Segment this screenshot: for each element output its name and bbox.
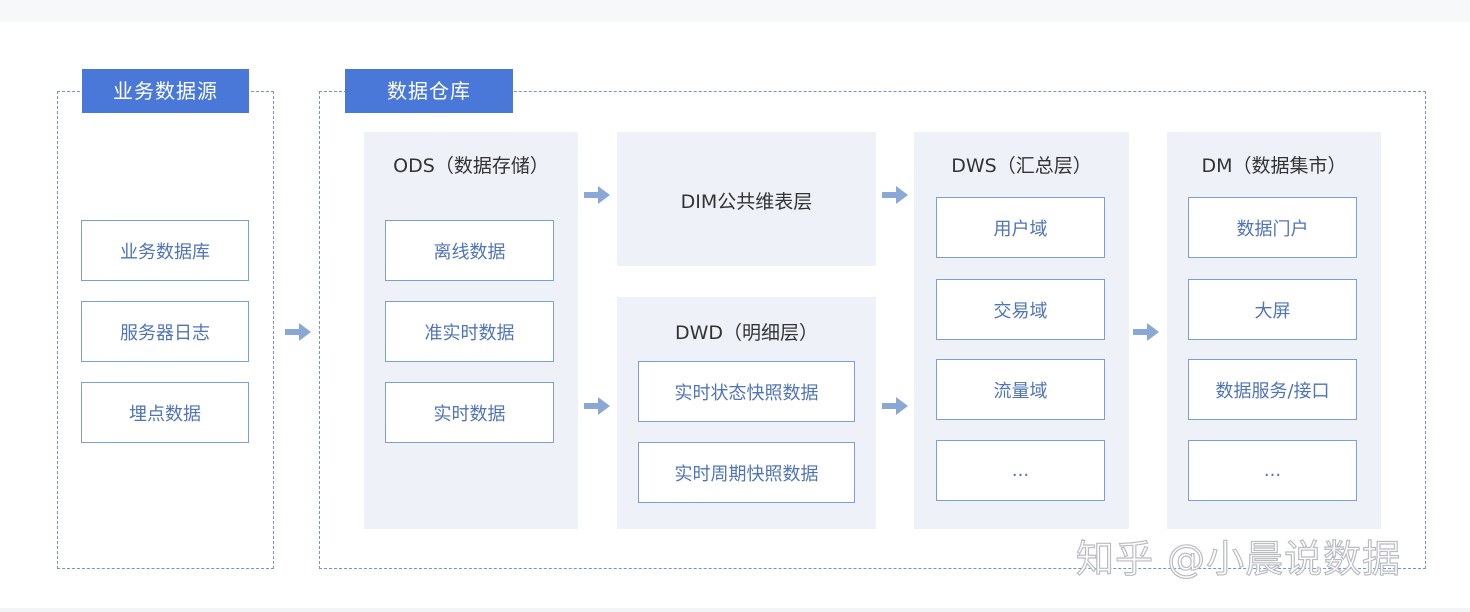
- dwd-item-periodic-snapshot: 实时周期快照数据: [638, 442, 855, 503]
- top-band: [0, 0, 1470, 22]
- warehouse-group-title: 数据仓库: [345, 69, 513, 113]
- bottom-band: [0, 608, 1470, 612]
- source-group-title: 业务数据源: [82, 69, 249, 113]
- source-item-business-db: 业务数据库: [81, 220, 249, 281]
- ods-item-realtime: 实时数据: [385, 382, 554, 443]
- source-item-server-log: 服务器日志: [81, 301, 249, 362]
- watermark: 知乎 @小晨说数据: [1075, 536, 1402, 581]
- dws-item-user-domain: 用户域: [936, 197, 1105, 258]
- dim-title: DIM公共维表层: [680, 191, 813, 213]
- dm-item-data-service-api: 数据服务/接口: [1188, 359, 1357, 420]
- dwd-title: DWD（明细层）: [674, 322, 819, 344]
- dm-title: DM（数据集市）: [1201, 155, 1347, 177]
- dm-item-big-screen: 大屏: [1188, 279, 1357, 340]
- dwd-item-state-snapshot: 实时状态快照数据: [638, 361, 855, 422]
- dws-item-more: ...: [936, 440, 1105, 501]
- arrow-right-icon: [882, 186, 908, 204]
- dm-item-more: ...: [1188, 440, 1357, 501]
- dws-item-trade-domain: 交易域: [936, 279, 1105, 340]
- ods-title: ODS（数据存储）: [393, 155, 549, 177]
- dws-item-traffic-domain: 流量域: [936, 359, 1105, 420]
- arrow-right-icon: [285, 323, 311, 341]
- ods-item-near-realtime: 准实时数据: [385, 301, 554, 362]
- dim-panel: DIM公共维表层: [617, 132, 876, 266]
- dm-item-data-portal: 数据门户: [1188, 197, 1357, 258]
- arrow-right-icon: [584, 397, 610, 415]
- arrow-right-icon: [1133, 323, 1159, 341]
- source-item-tracking-data: 埋点数据: [81, 382, 249, 443]
- arrow-right-icon: [882, 397, 908, 415]
- ods-item-offline: 离线数据: [385, 220, 554, 281]
- arrow-right-icon: [584, 186, 610, 204]
- dws-title: DWS（汇总层）: [951, 155, 1092, 177]
- warehouse-group: [319, 91, 1426, 569]
